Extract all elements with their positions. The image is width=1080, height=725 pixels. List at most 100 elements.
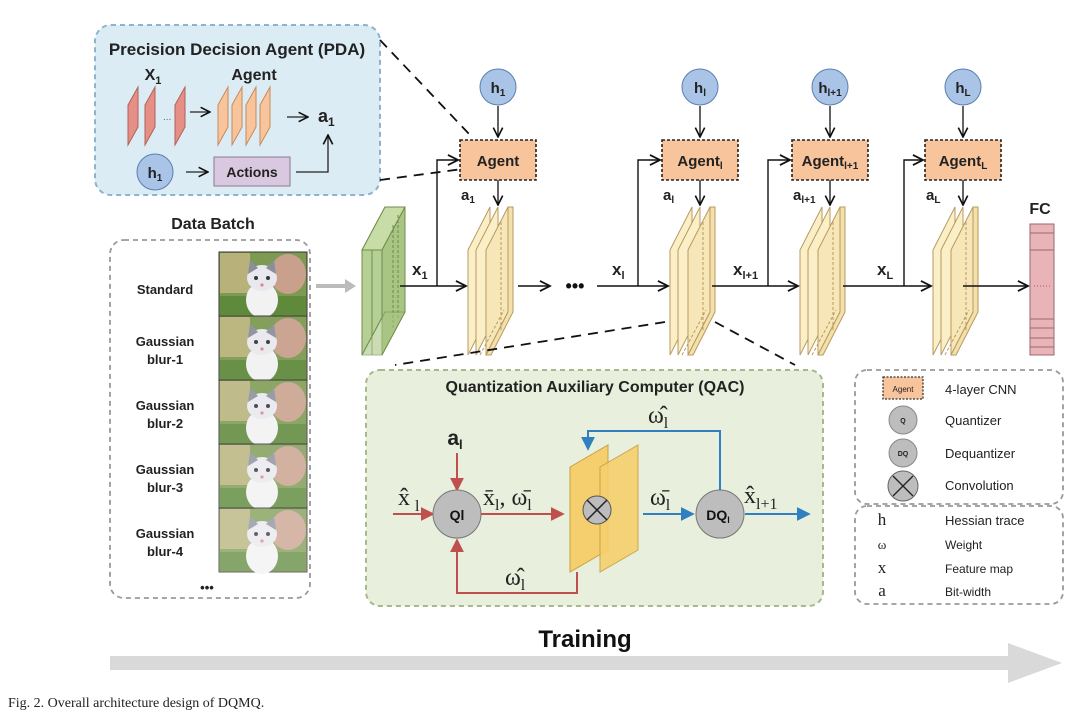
legend-agent-label: 4-layer CNN xyxy=(945,382,1017,397)
feature-to-agent-arrow xyxy=(637,160,660,286)
legend-symbol: x xyxy=(878,558,887,577)
feature-layer-block xyxy=(467,206,514,356)
hessian-node xyxy=(479,68,517,106)
feature-layer-block xyxy=(669,206,716,356)
training-arrow-shaft xyxy=(110,656,1010,670)
data-batch-item-label: Gaussian xyxy=(136,334,195,349)
hessian-node xyxy=(811,68,849,106)
figure-caption: Fig. 2. Overall architecture design of D… xyxy=(8,696,265,711)
qac-weight-hat-bottom-label: ω̂l xyxy=(505,565,526,594)
pda-actions-to-output-arrow xyxy=(296,135,328,173)
data-batch-item-label: Gaussian xyxy=(136,526,195,541)
pda-agent-label: Agent xyxy=(231,67,277,84)
legend-symbol-label: Weight xyxy=(945,538,983,552)
legend-symbol-label: Bit-width xyxy=(945,585,991,599)
legend-symbol-label: Feature map xyxy=(945,562,1013,576)
pda-title: Precision Decision Agent (PDA) xyxy=(109,40,365,59)
kitten-thumbnail xyxy=(218,379,308,446)
kitten-thumbnail xyxy=(218,443,308,510)
qac-bitwidth-label: al xyxy=(447,427,462,452)
hessian-node xyxy=(681,68,719,106)
batch-to-input-arrowhead xyxy=(345,279,356,293)
legend-symbol-row: x Feature map xyxy=(878,558,1014,577)
qac-weight-hat-top-label: ω̂l xyxy=(648,403,669,432)
data-batch-title: Data Batch xyxy=(171,216,255,233)
legend-quantizer-label: Quantizer xyxy=(945,413,1002,428)
dequantizer-label: DQl xyxy=(706,507,730,525)
data-batch-panel xyxy=(109,239,311,599)
data-batch-item-sublabel: blur-4 xyxy=(147,544,184,559)
data-batch-item: Standard xyxy=(137,251,308,318)
kitten-thumbnail xyxy=(218,251,308,318)
agent-label: Agentl+1 xyxy=(802,153,859,172)
hessian-label: hL xyxy=(955,80,970,99)
agent-box xyxy=(459,139,537,181)
pda-hessian-node xyxy=(136,153,174,191)
hessian-label: hl+1 xyxy=(818,80,842,99)
hessian-node xyxy=(944,68,982,106)
legend-convolution-label: Convolution xyxy=(945,478,1014,493)
pda-hessian-label: h1 xyxy=(148,165,163,184)
convolution-icon-stroke xyxy=(586,499,608,521)
data-batch-item: Gaussian blur-1 xyxy=(136,315,308,382)
legend-dequantizer-label: Dequantizer xyxy=(945,446,1016,461)
pda-agent-layers xyxy=(217,85,271,147)
data-batch-item-label: Standard xyxy=(137,282,193,297)
data-batch-item: Gaussian blur-4 xyxy=(136,507,308,574)
agent-label: Agent xyxy=(477,153,520,170)
feature-map-label: xl xyxy=(612,260,625,282)
bitwidth-label: a1 xyxy=(461,187,475,206)
legend-convolution-cross-b xyxy=(892,475,914,497)
agent-box xyxy=(661,139,739,181)
legend-quantizer-icon xyxy=(888,405,918,435)
fc-layer xyxy=(1029,223,1055,356)
data-batch-item-sublabel: blur-1 xyxy=(147,352,183,367)
kitten-thumbnail xyxy=(218,315,308,382)
feature-map-label: x1 xyxy=(412,260,428,282)
feature-to-agent-arrow xyxy=(767,160,790,286)
legend-agent-icon xyxy=(882,376,924,400)
agent-box xyxy=(924,139,1002,181)
legend-dequantizer-icon xyxy=(888,438,918,468)
pda-input-feature-maps xyxy=(127,85,186,147)
qac-panel: Quantization Auxiliary Computer (QAC) al… xyxy=(365,369,824,607)
feature-layer-block xyxy=(932,206,979,356)
feature-map-label: xL xyxy=(877,260,893,282)
input-feature-block xyxy=(361,206,406,356)
training-label: Training xyxy=(538,626,631,653)
feature-to-agent-arrow xyxy=(436,160,458,286)
hessian-label: hl xyxy=(694,80,706,99)
qac-input-label: x̂l xyxy=(398,485,420,515)
pipeline-stages: h1Agenta1x1hlAgentlalxlhl+1Agentl+1al+1x… xyxy=(400,68,1028,356)
hessian-label: h1 xyxy=(491,80,506,99)
feature-layer-block xyxy=(799,206,846,356)
legend-shapes-panel: Agent 4-layer CNN Q Quantizer DQ Dequant… xyxy=(854,369,1064,505)
qac-quantized-label: x̄l, ω̄l xyxy=(483,485,532,514)
pda-panel: Precision Decision Agent (PDA) X1 Agent … xyxy=(94,24,381,196)
qac-title: Quantization Auxiliary Computer (QAC) xyxy=(446,379,745,396)
pda-actions-box xyxy=(213,156,291,187)
legend-symbol-label: Hessian trace xyxy=(945,513,1024,528)
data-batch-item-sublabel: blur-3 xyxy=(147,480,183,495)
data-batch-item-sublabel: blur-2 xyxy=(147,416,183,431)
bitwidth-label: al xyxy=(663,187,674,206)
pda-zoom-line-bottom xyxy=(379,167,471,181)
data-batch-item-label: Gaussian xyxy=(136,462,195,477)
agent-label: Agentl xyxy=(677,153,723,172)
data-batch-items: StandardGaussianblur-1Gaussianblur-2Gaus… xyxy=(136,251,308,574)
bitwidth-label: aL xyxy=(926,187,940,206)
pda-actions-label: Actions xyxy=(226,164,278,180)
quantizer-label: Ql xyxy=(450,507,465,523)
legend-dequantizer-symbol: DQ xyxy=(898,451,909,458)
training-arrow-head xyxy=(1008,643,1062,683)
